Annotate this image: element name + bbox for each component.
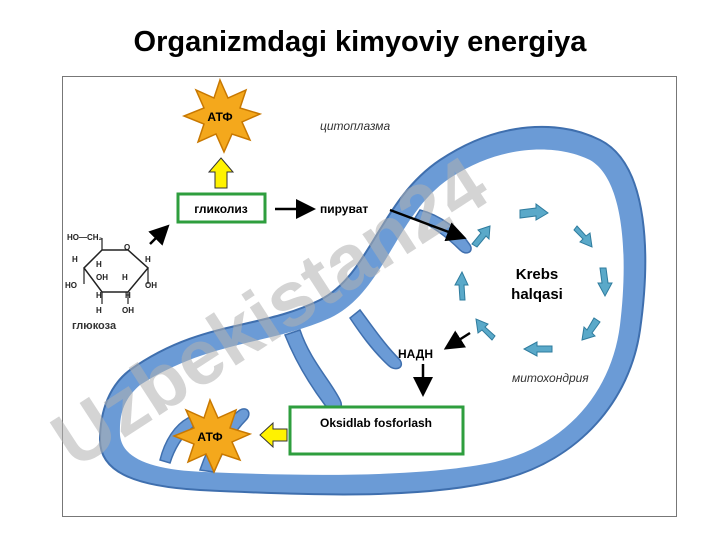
glucose-h3: H xyxy=(145,255,151,264)
atp-star-bottom: АТФ xyxy=(171,397,253,474)
atp-top-label: АТФ xyxy=(207,110,232,124)
glycolysis-box xyxy=(176,192,267,224)
glucose-h5: H xyxy=(96,291,102,300)
mitochondrion-matrix xyxy=(119,149,624,475)
arrow-to-krebs xyxy=(389,208,467,242)
yellow-arrow-left xyxy=(259,421,288,449)
glucose-h7: H xyxy=(96,306,102,315)
glucose-h2: H xyxy=(96,260,102,269)
krebs-label-line2: halqasi xyxy=(511,286,563,303)
glucose-o: O xyxy=(124,243,130,252)
glucose-ho-ch2: HO—CH₂ xyxy=(67,233,103,242)
cytoplasm-label: цитоплазма xyxy=(320,119,391,133)
krebs-label-line1: Krebs xyxy=(516,266,559,283)
atp-star-top: АТФ xyxy=(181,77,263,154)
glucose-structure: HO—CH₂ O H H H OH H HO OH H H H OH xyxy=(65,233,157,315)
atp-bottom-label: АТФ xyxy=(197,430,222,444)
glucose-oh1: OH xyxy=(96,273,108,282)
pyruvate-label: пируват xyxy=(320,202,368,216)
yellow-arrow-up xyxy=(207,157,235,189)
mitochondria-label: митохондрия xyxy=(512,371,589,385)
glucose-ho: HO xyxy=(65,281,77,290)
glycolysis-label: гликолиз xyxy=(194,202,248,216)
oxidative-box xyxy=(288,405,465,456)
oxidative-label: Oksidlab fosforlash xyxy=(320,416,432,430)
glucose-h1: H xyxy=(72,255,78,264)
nadh-label: НАДН xyxy=(398,347,433,361)
glucose-oh2: OH xyxy=(145,281,157,290)
glucose-label: глюкоза xyxy=(72,320,117,332)
glucose-h4: H xyxy=(122,273,128,282)
arrow-glucose-to-glycolysis xyxy=(148,224,170,246)
krebs-cycle-arrows xyxy=(454,203,613,357)
glucose-h6: H xyxy=(125,291,131,300)
arrow-to-nadh xyxy=(443,330,471,350)
glucose-oh3: OH xyxy=(122,306,134,315)
page-title: Organizmdagi kimyoviy energiya xyxy=(133,26,587,58)
